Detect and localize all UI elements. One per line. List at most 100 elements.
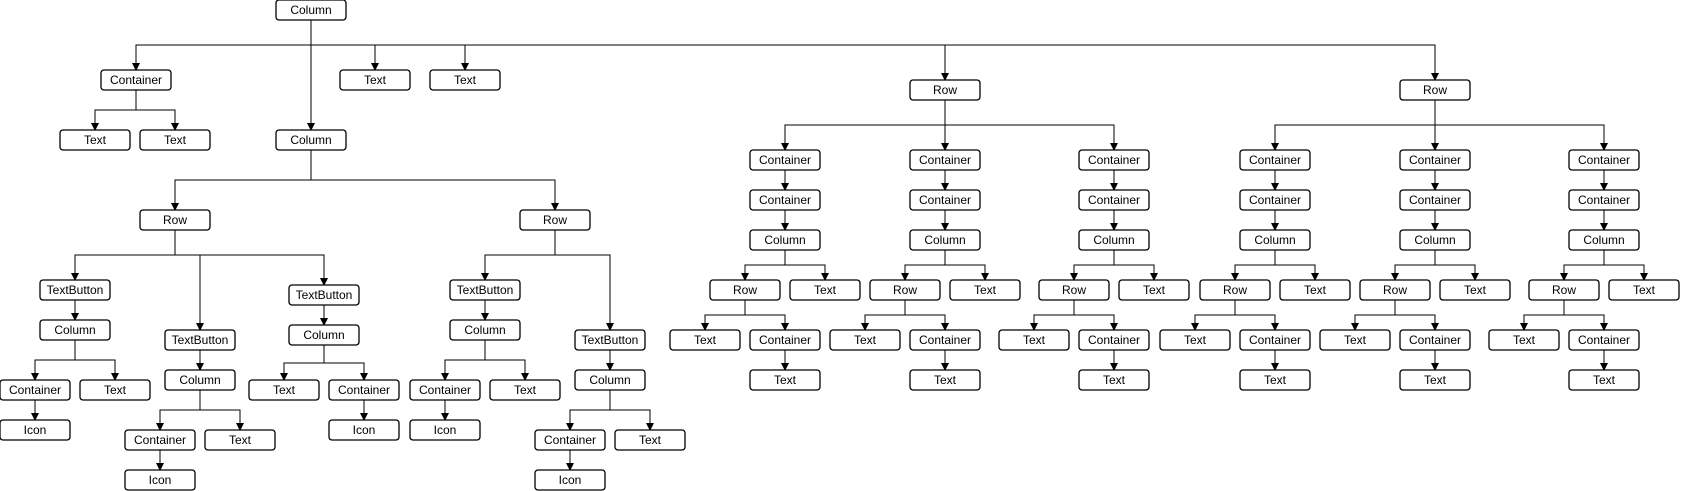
edge-n20-n22: [323, 345, 368, 381]
edge-b3c3-b3r: [1070, 250, 1115, 281]
node-container: Container: [1399, 189, 1471, 211]
node-label: Container: [919, 153, 971, 167]
node-box: [869, 279, 941, 301]
node-box: [1239, 369, 1311, 391]
node-label: Icon: [434, 423, 457, 437]
node-box: [909, 229, 981, 251]
node-label: Container: [419, 383, 471, 397]
node-container: Container: [1078, 189, 1150, 211]
edge-n15-n18: [199, 390, 244, 431]
node-box: [1399, 369, 1471, 391]
node-box: [0, 419, 71, 441]
edge-b6c3-b6r: [1560, 250, 1605, 281]
edge-n25-n28: [484, 340, 529, 381]
edge-n7-n14: [174, 230, 204, 331]
node-box: [409, 379, 481, 401]
node-container: Container: [1568, 149, 1640, 171]
node-box: [339, 69, 411, 91]
node-label: TextButton: [582, 333, 639, 347]
node-label: Container: [1249, 333, 1301, 347]
node-textbutton: TextButton: [288, 284, 360, 306]
node-row: Row: [909, 79, 981, 101]
node-label: Text: [934, 373, 957, 387]
node-container: Container: [1239, 329, 1311, 351]
node-box: [1568, 149, 1640, 171]
node-box: [449, 319, 521, 341]
node-column: Column: [574, 369, 646, 391]
node-container: Container: [328, 379, 400, 401]
node-label: TextButton: [296, 288, 353, 302]
node-label: Container: [1578, 333, 1630, 347]
node-text: Text: [1608, 279, 1680, 301]
node-box: [1078, 189, 1150, 211]
node-label: Row: [1423, 83, 1447, 97]
node-box: [1239, 229, 1311, 251]
node-box: [909, 79, 981, 101]
edge-b6r-b6t1: [1520, 300, 1565, 331]
node-container: Container: [409, 379, 481, 401]
node-row: Row: [709, 279, 781, 301]
node-box: [100, 69, 172, 91]
edge-n0-n35: [310, 20, 1439, 81]
node-box: [39, 279, 111, 301]
node-label: Container: [110, 73, 162, 87]
node-container: Container: [1239, 189, 1311, 211]
node-container: Container: [1399, 329, 1471, 351]
node-column: Column: [288, 324, 360, 346]
edge-b2r-b2t1: [861, 300, 906, 331]
node-container: Container: [749, 189, 821, 211]
node-column: Column: [1078, 229, 1150, 251]
node-icon: Icon: [409, 419, 481, 441]
node-label: Text: [514, 383, 537, 397]
node-text: Text: [248, 379, 320, 401]
edge-b2c3-b2t2: [944, 250, 989, 281]
node-box: [1399, 189, 1471, 211]
node-box: [749, 149, 821, 171]
node-label: Text: [1593, 373, 1616, 387]
node-box: [124, 429, 196, 451]
edge-b5r-b5c4: [1394, 300, 1439, 331]
node-box: [275, 129, 347, 151]
node-container: Container: [1568, 189, 1640, 211]
node-label: Text: [974, 283, 997, 297]
node-label: Container: [1249, 153, 1301, 167]
node-label: Text: [1023, 333, 1046, 347]
node-label: Row: [733, 283, 757, 297]
edge-b6c3-b6t2: [1603, 250, 1648, 281]
node-label: Text: [1513, 333, 1536, 347]
node-label: Row: [1062, 283, 1086, 297]
node-box: [1439, 279, 1511, 301]
node-container: Container: [909, 189, 981, 211]
node-icon: Icon: [534, 469, 606, 491]
node-text: Text: [1439, 279, 1511, 301]
edge-b4c3-b4t2: [1274, 250, 1319, 281]
edge-n6-n8: [310, 150, 559, 211]
node-label: Column: [764, 233, 805, 247]
node-label: Container: [544, 433, 596, 447]
node-container: Container: [1568, 329, 1640, 351]
node-text: Text: [1118, 279, 1190, 301]
node-text: Text: [489, 379, 561, 401]
node-column: Column: [275, 0, 347, 21]
node-box: [1568, 189, 1640, 211]
node-label: Container: [759, 193, 811, 207]
node-text: Text: [949, 279, 1021, 301]
node-column: Column: [909, 229, 981, 251]
edge-b4c3-b4r: [1231, 250, 1276, 281]
edge-n30-n33: [609, 390, 654, 431]
node-label: Container: [1578, 193, 1630, 207]
node-label: Container: [759, 333, 811, 347]
node-label: Container: [1088, 153, 1140, 167]
node-label: Text: [104, 383, 127, 397]
node-box: [1399, 329, 1471, 351]
node-box: [1078, 229, 1150, 251]
edge-b5c3-b5t2: [1434, 250, 1479, 281]
node-label: Text: [1143, 283, 1166, 297]
node-box: [139, 209, 211, 231]
node-box: [1568, 369, 1640, 391]
node-box: [248, 379, 320, 401]
node-row: Row: [1038, 279, 1110, 301]
node-label: Row: [1552, 283, 1576, 297]
node-text: Text: [339, 69, 411, 91]
